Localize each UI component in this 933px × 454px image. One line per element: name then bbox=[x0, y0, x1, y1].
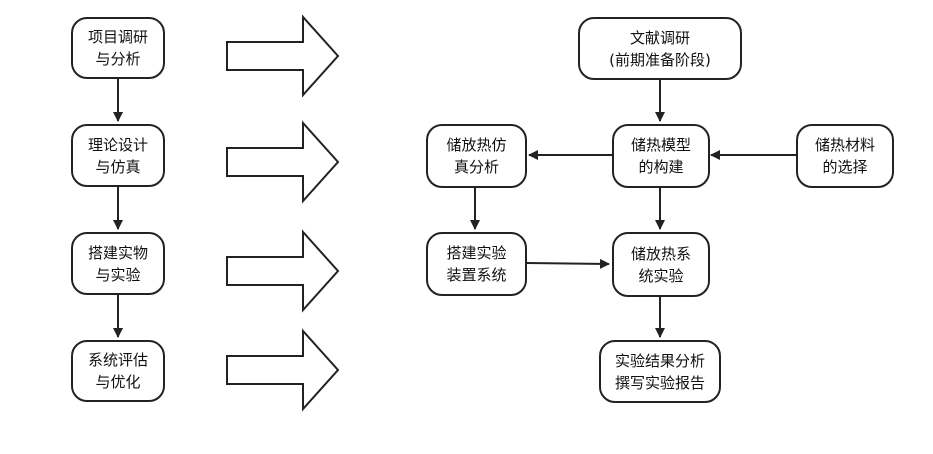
node-evaluate: 系统评估 与优化 bbox=[71, 340, 165, 402]
node-device-line2: 装置系统 bbox=[446, 266, 507, 284]
node-research-line2: 与分析 bbox=[95, 50, 141, 68]
node-design-line2: 与仿真 bbox=[95, 157, 141, 176]
node-design: 理论设计 与仿真 bbox=[71, 124, 165, 187]
node-experiment-line1: 储放热系 bbox=[630, 244, 691, 263]
node-research: 项目调研 与分析 bbox=[71, 17, 165, 79]
node-evaluate-line2: 与优化 bbox=[95, 373, 141, 391]
node-experiment: 储放热系 统实验 bbox=[612, 232, 710, 297]
node-build-line1: 搭建实物 bbox=[87, 243, 148, 262]
node-material: 储热材料 的选择 bbox=[796, 124, 894, 188]
node-literature-line2: (前期准备阶段) bbox=[609, 50, 711, 69]
node-model: 储热模型 的构建 bbox=[612, 124, 710, 188]
block-arrow-2 bbox=[226, 120, 340, 204]
node-device: 搭建实验 装置系统 bbox=[426, 232, 527, 296]
node-research-line1: 项目调研 bbox=[87, 28, 148, 46]
arrow-device-to-experiment bbox=[526, 258, 610, 269]
block-arrow-4 bbox=[226, 328, 340, 412]
node-simulation-line2: 真分析 bbox=[453, 158, 499, 176]
node-report-line1: 实验结果分析 bbox=[614, 351, 705, 370]
node-model-line1: 储热模型 bbox=[630, 136, 691, 154]
node-material-line2: 的选择 bbox=[822, 158, 868, 176]
node-design-line1: 理论设计 bbox=[87, 135, 148, 154]
node-simulation-line1: 储放热仿 bbox=[446, 136, 507, 154]
node-report-line2: 撰写实验报告 bbox=[614, 373, 705, 392]
node-experiment-line2: 统实验 bbox=[638, 266, 684, 285]
node-report: 实验结果分析 撰写实验报告 bbox=[599, 340, 721, 403]
node-literature: 文献调研 (前期准备阶段) bbox=[578, 17, 742, 80]
node-build-line2: 与实验 bbox=[95, 265, 141, 284]
node-literature-line1: 文献调研 bbox=[629, 28, 690, 47]
node-device-line1: 搭建实验 bbox=[446, 244, 507, 262]
block-arrow-3 bbox=[226, 229, 340, 313]
node-build: 搭建实物 与实验 bbox=[71, 232, 165, 295]
node-material-line1: 储热材料 bbox=[814, 136, 875, 154]
node-evaluate-line1: 系统评估 bbox=[87, 351, 148, 369]
node-model-line2: 的构建 bbox=[638, 158, 684, 176]
block-arrow-1 bbox=[226, 14, 340, 98]
node-simulation: 储放热仿 真分析 bbox=[426, 124, 527, 188]
